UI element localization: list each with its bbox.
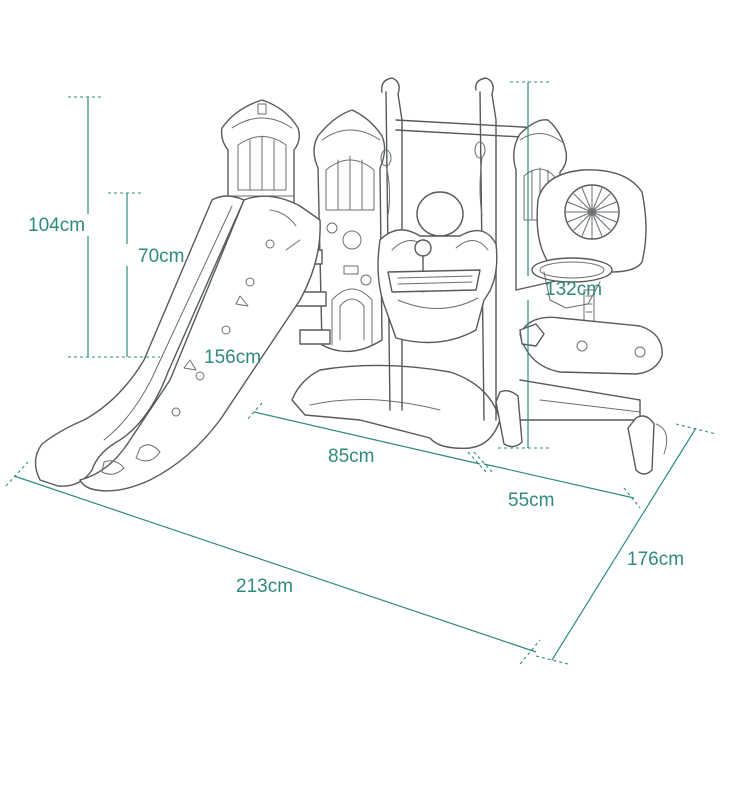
label-total-length: 213cm <box>236 576 293 597</box>
left-tower <box>220 99 301 206</box>
label-tower-height: 104cm <box>28 215 85 236</box>
basketball-hoop <box>531 169 647 327</box>
base-plate <box>291 364 501 449</box>
playset-illustration <box>34 77 668 492</box>
label-hoop-depth: 55cm <box>508 490 554 511</box>
hoop-base <box>495 316 668 475</box>
dimension-lines <box>5 81 717 665</box>
label-total-width: 176cm <box>627 549 684 570</box>
slide <box>34 195 321 492</box>
label-slide-platform-height: 70cm <box>138 246 184 267</box>
label-slide-length: 156cm <box>204 347 261 368</box>
center-tower <box>313 109 386 353</box>
swing-frame <box>380 77 541 421</box>
swing-seat <box>377 191 498 344</box>
label-swing-depth: 85cm <box>328 446 374 467</box>
label-hoop-height: 132cm <box>545 279 602 300</box>
dimension-labels: 104cm 70cm 156cm 132cm 85cm 55cm 213cm 1… <box>28 215 684 597</box>
